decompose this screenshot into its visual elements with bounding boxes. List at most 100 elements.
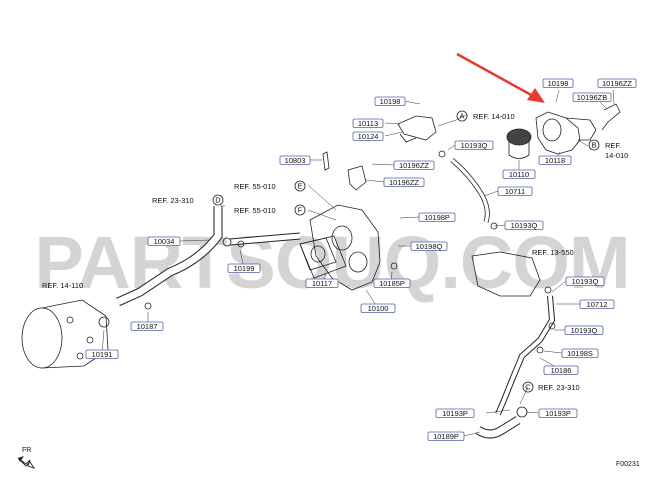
part-label-box xyxy=(564,325,604,335)
part-label-10193pa[interactable]: 10193P xyxy=(435,408,475,418)
figure-code: F00231 xyxy=(616,461,640,468)
part-label-10198s[interactable]: 10198S xyxy=(561,348,599,358)
part-label-10196zzc[interactable]: 10196ZZ xyxy=(383,177,425,187)
part-label-10196zza[interactable]: 10196ZZ xyxy=(597,78,637,88)
ref-c[interactable]: C REF. 23-310 xyxy=(522,381,580,393)
part-label-box xyxy=(542,78,574,88)
part-label-text: 10118 xyxy=(545,156,565,165)
part-label-10198b[interactable]: 10198 xyxy=(374,96,406,106)
part-label-text: 10185P xyxy=(379,279,405,288)
small-clamps xyxy=(98,150,556,354)
oil-cooler-hose xyxy=(471,251,541,297)
part-label-box xyxy=(543,365,579,375)
part-label-10711[interactable]: 10711 xyxy=(497,186,533,196)
ref-f-text: REF. 55-010 xyxy=(234,206,276,215)
part-label-box xyxy=(504,220,544,230)
thermostat xyxy=(506,128,532,159)
part-label-box xyxy=(579,299,615,309)
ref-f[interactable]: F REF. 55-010 xyxy=(234,204,306,216)
part-label-box xyxy=(427,431,465,441)
part-label-10034[interactable]: 10034 xyxy=(147,236,181,246)
ref-b-letter: B xyxy=(591,141,596,150)
part-label-text: 10712 xyxy=(587,300,608,309)
ref-d[interactable]: D REF. 23-310 xyxy=(152,194,224,206)
thermostat-housing-cover xyxy=(535,111,597,155)
part-label-10199[interactable]: 10199 xyxy=(227,263,261,273)
part-label-text: 10196ZZ xyxy=(399,161,429,170)
ref-b[interactable]: B REF. 14-010 xyxy=(588,139,628,160)
part-label-box xyxy=(435,408,475,418)
part-label-10110[interactable]: 10110 xyxy=(502,169,536,179)
part-label-text: 10124 xyxy=(358,132,379,141)
part-label-text: 10803 xyxy=(285,156,306,165)
part-label-10193pb[interactable]: 10193P xyxy=(538,408,578,418)
part-label-10196zzb[interactable]: 10196ZZ xyxy=(393,160,435,170)
part-label-text: 10193Q xyxy=(572,277,599,286)
part-label-text: 10100 xyxy=(368,304,389,313)
part-label-10191[interactable]: 10191 xyxy=(85,349,119,359)
part-label-text: 10198S xyxy=(567,349,593,358)
sensor-10803 xyxy=(322,151,330,171)
part-label-box xyxy=(279,155,311,165)
part-label-10187[interactable]: 10187 xyxy=(130,321,164,331)
ref-e-letter: E xyxy=(297,182,302,191)
part-label-10189p[interactable]: 10189P xyxy=(427,431,465,441)
ref-14-110-text: REF. 14-110 xyxy=(42,281,83,290)
part-label-10193qc[interactable]: 10193Q xyxy=(565,276,605,286)
part-label-10100[interactable]: 10100 xyxy=(360,303,396,313)
part-label-10198p[interactable]: 10198P xyxy=(418,212,456,222)
ref-13-550[interactable]: REF. 13-550 xyxy=(532,248,574,257)
part-label-text: 10711 xyxy=(505,187,525,196)
ref-a-letter: A xyxy=(459,112,464,121)
part-label-10124[interactable]: 10124 xyxy=(352,131,384,141)
part-label-box xyxy=(85,349,119,359)
part-label-10193qb[interactable]: 10193Q xyxy=(504,220,544,230)
part-label-box xyxy=(352,131,384,141)
part-label-box xyxy=(497,186,533,196)
part-label-10196zb[interactable]: 10196ZB xyxy=(572,92,612,102)
water-pump-housing xyxy=(299,204,381,291)
part-label-text: 10034 xyxy=(154,237,175,246)
ref-e[interactable]: E REF. 55-010 xyxy=(234,180,306,192)
watermark: PARTSOUQ.COM xyxy=(34,221,629,304)
part-label-text: 10191 xyxy=(92,350,113,359)
part-label-box xyxy=(454,140,494,150)
hose-10711 xyxy=(450,158,490,223)
part-label-text: 10196ZB xyxy=(577,93,607,102)
part-label-box xyxy=(373,278,411,288)
part-label-10186[interactable]: 10186 xyxy=(543,365,579,375)
part-label-text: 10193P xyxy=(442,409,468,418)
ref-e-text: REF. 55-010 xyxy=(234,182,276,191)
part-label-10712[interactable]: 10712 xyxy=(579,299,615,309)
part-label-10118[interactable]: 10118 xyxy=(538,155,572,165)
part-label-box xyxy=(147,236,181,246)
part-label-text: 10186 xyxy=(551,366,572,375)
part-label-text: 10199 xyxy=(234,264,255,273)
part-label-text: 10198Q xyxy=(416,242,443,251)
ref-a[interactable]: A REF. 14-010 xyxy=(456,110,515,122)
part-label-text: 10196ZZ xyxy=(389,178,419,187)
part-label-10185p[interactable]: 10185P xyxy=(373,278,411,288)
part-label-10113[interactable]: 10113 xyxy=(352,118,384,128)
part-label-text: 10193P xyxy=(545,409,571,418)
part-label-box xyxy=(383,177,425,187)
part-label-text: 10196ZZ xyxy=(602,79,632,88)
callout-arrow xyxy=(456,52,545,103)
part-label-box xyxy=(572,92,612,102)
ref-14-110[interactable]: REF. 14-110 xyxy=(42,281,83,290)
part-label-10803[interactable]: 10803 xyxy=(279,155,311,165)
part-label-box xyxy=(360,303,396,313)
part-label-10198q[interactable]: 10198Q xyxy=(410,241,448,251)
part-label-10198a[interactable]: 10198 xyxy=(542,78,574,88)
part-label-box xyxy=(227,263,261,273)
part-label-10117[interactable]: 10117 xyxy=(305,278,339,288)
part-label-10193qa[interactable]: 10193Q xyxy=(454,140,494,150)
fr-label: FR xyxy=(22,447,31,454)
part-label-10193qd[interactable]: 10193Q xyxy=(564,325,604,335)
part-label-box xyxy=(597,78,637,88)
part-label-text: 10193Q xyxy=(571,326,598,335)
ref-a-text: REF. 14-010 xyxy=(473,112,515,121)
part-label-box xyxy=(418,212,456,222)
part-label-text: 10193Q xyxy=(511,221,538,230)
